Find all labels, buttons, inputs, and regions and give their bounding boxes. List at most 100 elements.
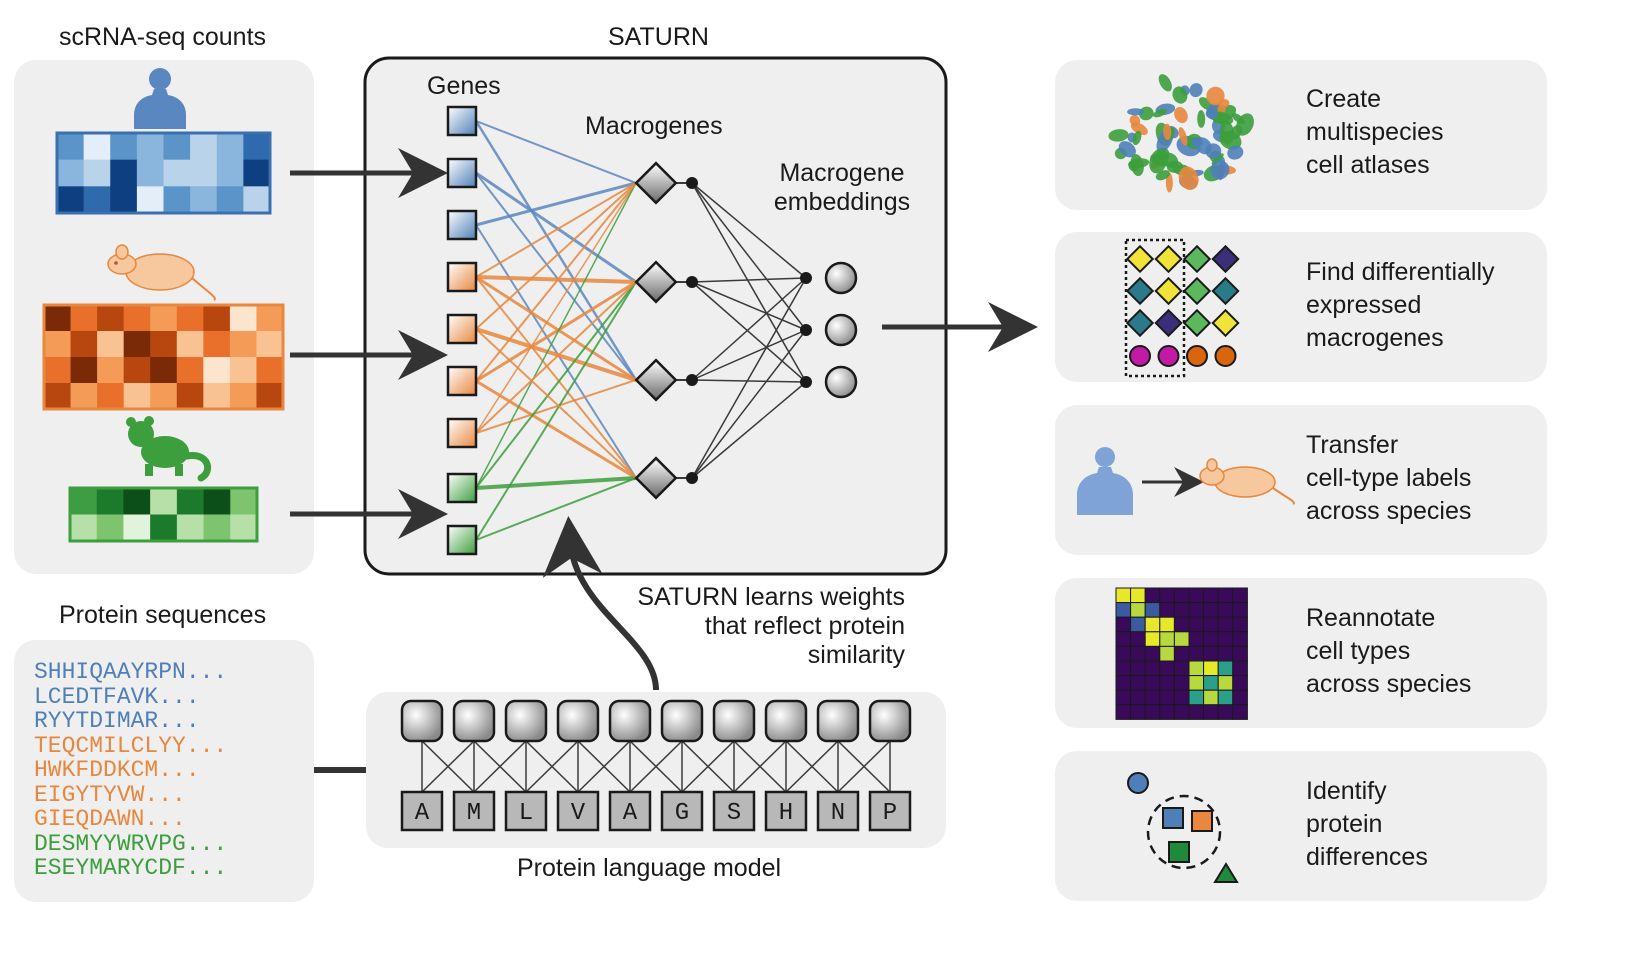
heatmap-cell	[229, 305, 257, 332]
protein-sequence: SHHIQAAYRPN...	[34, 659, 228, 685]
heatmap-cell	[110, 133, 138, 161]
heatmap-icon-cell	[1232, 602, 1248, 618]
protein-sequence: LCEDTFAVK...	[34, 683, 200, 710]
heatmap-icon-cell	[1217, 689, 1234, 706]
embedding-node	[824, 365, 858, 399]
grid-diamond	[1154, 308, 1183, 338]
edge	[475, 182, 637, 434]
heatmap-cell	[230, 488, 258, 515]
heatmap-cell	[57, 133, 85, 161]
saturn-title: SATURN	[608, 23, 709, 51]
amino-acid-box	[868, 790, 912, 832]
heatmap-icon-cell	[1232, 689, 1248, 706]
plm-edge	[421, 740, 475, 793]
heatmap-cell	[203, 383, 231, 410]
protein-sequence: GIEQDAWN...	[34, 806, 186, 832]
heatmap-cell	[150, 488, 178, 515]
edge	[475, 379, 637, 480]
heatmap-icon-cell	[1173, 689, 1190, 706]
macrogene-dot	[686, 177, 698, 189]
heatmap-cell	[110, 159, 138, 187]
app-panel-transfer	[1055, 405, 1547, 555]
edge	[475, 328, 637, 479]
heatmap-icon-cell	[1130, 645, 1146, 662]
selection-box	[1124, 238, 1186, 378]
heatmap-icon-cell	[1217, 704, 1234, 720]
plm-edge	[733, 740, 787, 793]
plm-edge	[473, 740, 527, 793]
heatmap-icon-cell	[1159, 660, 1175, 677]
heatmap-icon-cell	[1203, 660, 1219, 677]
edge	[475, 171, 637, 284]
heatmap-icon-cell	[1115, 587, 1132, 604]
heatmap-icon-cell	[1130, 675, 1146, 691]
heatmap-icon-cell	[1232, 587, 1248, 604]
edge	[691, 381, 807, 479]
heatmap-cell	[256, 305, 284, 332]
heatmap-icon-cell	[1232, 675, 1248, 691]
macrogene-dot	[686, 374, 698, 386]
plm-edge	[681, 740, 735, 793]
umap-cluster	[1163, 123, 1172, 140]
edge	[475, 224, 637, 479]
grid-circle	[1214, 345, 1237, 367]
amino-acid-box	[660, 790, 704, 832]
umap-cluster	[1229, 125, 1243, 140]
heatmap-icon-cell	[1188, 704, 1205, 720]
mouse-heatmap	[42, 303, 285, 411]
heatmap-icon-cell	[1232, 704, 1248, 720]
umap-cluster	[1158, 74, 1172, 92]
heatmap-icon-cell	[1203, 631, 1219, 647]
edge	[475, 477, 637, 541]
protein-sequence: DESMYYWRVPG...	[34, 830, 228, 857]
umap-cluster	[1178, 166, 1199, 191]
amino-acid-box	[816, 790, 860, 832]
protein-sequence: ESEYMARYCDF...	[34, 855, 228, 881]
plm-hidden-node	[816, 699, 860, 743]
heatmap-cell	[70, 305, 98, 332]
protein-cluster-icon	[1127, 772, 1239, 883]
heatmap-icon-cell	[1115, 616, 1132, 633]
macrogene-node	[634, 456, 678, 500]
plm-edge	[629, 740, 683, 793]
heatmap-cell	[70, 331, 98, 358]
amino-acid-letter: H	[779, 800, 793, 827]
green-triangle-shape	[1213, 862, 1239, 883]
amino-acid-letter: G	[675, 800, 689, 827]
edge	[475, 181, 637, 227]
edge	[475, 281, 637, 489]
heatmap-icon-cell	[1159, 645, 1175, 662]
application-text-line: Create	[1306, 85, 1382, 113]
heatmap-cell	[203, 514, 231, 542]
edge	[691, 277, 807, 479]
grid-circle	[1129, 345, 1151, 367]
heatmap-cell	[110, 186, 138, 214]
plm-hidden-node	[400, 699, 444, 743]
heatmap-icon-cell	[1173, 645, 1190, 662]
umap-cluster	[1132, 130, 1142, 146]
plm-hidden-node	[764, 699, 808, 743]
edge	[475, 276, 637, 479]
heatmap-icon-cell	[1232, 616, 1248, 633]
heatmap-cell	[123, 305, 151, 332]
grid-diamond	[1154, 276, 1183, 306]
heatmap-icon-cell	[1203, 645, 1219, 662]
heatmap-cell	[256, 357, 284, 384]
heatmap-cell	[83, 159, 111, 187]
heatmap-icon-cell	[1188, 660, 1205, 677]
heatmap-cell	[57, 159, 85, 187]
heatmap-cell	[123, 331, 151, 358]
umap-cluster	[1165, 172, 1173, 193]
umap-cluster	[1174, 106, 1188, 124]
amino-acid-letter: N	[831, 800, 845, 827]
heatmap-icon-cell	[1203, 616, 1219, 633]
blue-circle-shape	[1127, 772, 1149, 794]
heatmap-cell	[216, 186, 244, 214]
umap-cluster	[1189, 83, 1203, 98]
edge	[691, 182, 807, 331]
heatmap-icon-cell	[1115, 602, 1132, 618]
amino-acid-box	[452, 790, 496, 832]
heatmap-cell	[136, 133, 164, 161]
embedding-dot	[800, 324, 812, 336]
